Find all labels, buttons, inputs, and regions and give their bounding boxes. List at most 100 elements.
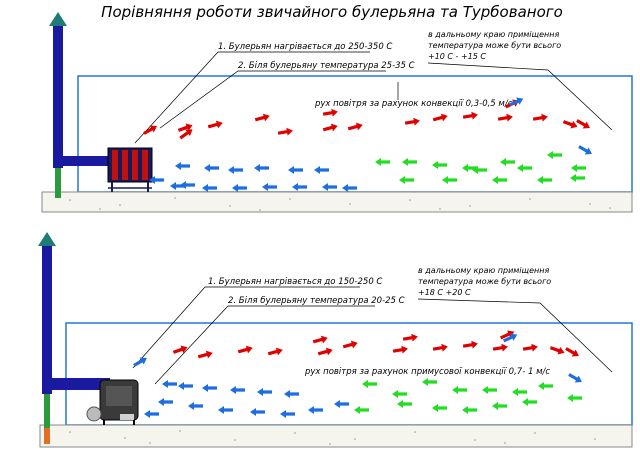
top-warm-arrow-1 — [175, 162, 190, 170]
top-cool-arrow-7 — [571, 164, 586, 172]
top-note-heating: 1. Булерьян нагрівається до 250-350 С — [218, 42, 392, 52]
bottom-cool-arrow-8 — [354, 406, 369, 414]
top-warm-arrow-14 — [322, 183, 337, 191]
top-hot-arrow-14 — [562, 120, 578, 129]
bottom-chimney-base-accent — [44, 428, 50, 444]
top-cool-arrow-10 — [492, 176, 507, 184]
bottom-cool-arrow-3 — [422, 378, 437, 386]
bottom-floor-texture — [69, 430, 596, 445]
top-cool-arrow-8 — [399, 176, 414, 184]
top-hot-arrow-6 — [322, 108, 338, 117]
top-warm-arrow-13 — [292, 183, 307, 191]
top-note-far-line3: +10 С - +15 С — [428, 52, 486, 61]
top-note-far-line2: температура може бути всього — [428, 41, 561, 50]
top-hot-arrow-10 — [432, 113, 448, 122]
bottom-hot-arrow-15 — [565, 347, 579, 357]
top-cool-arrow-4 — [462, 164, 477, 172]
bottom-hot-arrow-6 — [317, 347, 333, 356]
top-warm-arrow-11 — [232, 184, 247, 192]
bottom-hot-arrow-9 — [402, 333, 418, 342]
top-cool-arrow-2 — [402, 158, 417, 166]
top-cool-arrow-14 — [517, 164, 532, 172]
bottom-chimney-cap — [38, 232, 56, 246]
top-warm-arrow-2 — [204, 164, 219, 172]
bottom-hot-arrow-4 — [267, 347, 283, 356]
bottom-warm-arrow-3 — [202, 384, 217, 392]
bottom-hot-arrow-11 — [462, 340, 478, 349]
top-hot-arrow-5 — [277, 127, 293, 136]
bottom-floor — [39, 424, 633, 448]
top-stove — [107, 147, 153, 192]
bottom-warm-arrow-2 — [178, 382, 193, 390]
bottom-hot-arrow-5 — [312, 335, 328, 344]
bottom-warm-arrow-16 — [502, 333, 518, 343]
bottom-cool-arrow-1 — [362, 380, 377, 388]
bottom-hot-arrow-10 — [432, 343, 448, 352]
bottom-note-heating: 1. Булерьян нагрівається до 150-250 С — [208, 277, 382, 287]
top-floor-texture — [69, 197, 611, 211]
bottom-hot-arrows — [172, 330, 579, 359]
top-leader-lines — [134, 51, 613, 144]
top-warm-arrow-5 — [288, 166, 303, 174]
bottom-warm-arrow-12 — [308, 406, 323, 414]
bottom-warm-arrow-13 — [334, 400, 349, 408]
diagram-title: Порівняння роботи звичайного булерьяна т… — [101, 3, 563, 21]
top-hot-arrow-8 — [347, 122, 363, 131]
top-section: 1. Булерьян нагрівається до 250-350 С 2.… — [41, 12, 633, 213]
bottom-cool-arrow-12 — [492, 402, 507, 410]
top-cool-arrow-3 — [432, 161, 447, 169]
bottom-hot-arrow-8 — [392, 345, 408, 354]
bottom-hot-arrow-1 — [172, 345, 188, 354]
top-hot-arrow-4 — [254, 113, 270, 122]
top-warm-arrow-4 — [254, 164, 269, 172]
bottom-cool-arrow-14 — [567, 394, 582, 402]
bottom-cool-arrow-6 — [512, 388, 527, 396]
top-cool-arrow-1 — [375, 158, 390, 166]
top-warm-arrow-9 — [170, 182, 185, 190]
top-chimney-elbow — [53, 156, 111, 166]
bottom-warm-arrow-4 — [230, 386, 245, 394]
bottom-warm-arrow-6 — [284, 390, 299, 398]
bottom-cool-arrow-11 — [462, 406, 477, 414]
bottom-leader-lines — [132, 286, 613, 385]
top-hot-arrow-3 — [207, 120, 223, 129]
bottom-warm-arrow-5 — [257, 388, 272, 396]
bottom-chimney-pipe — [42, 246, 52, 394]
bottom-note-far-line3: +18 С +20 С — [418, 288, 471, 297]
top-chimney-cap — [49, 12, 67, 26]
top-hot-arrow-7 — [322, 123, 338, 132]
bottom-warm-arrows — [133, 333, 582, 418]
top-warm-arrow-16 — [578, 145, 592, 155]
bottom-warm-arrow-14 — [144, 410, 159, 418]
bottom-hot-arrow-13 — [522, 343, 538, 352]
top-hot-arrow-9 — [404, 117, 420, 126]
top-warm-arrow-17 — [508, 97, 524, 107]
bottom-hot-arrow-3 — [237, 345, 253, 354]
bottom-warm-arrow-15 — [568, 373, 582, 383]
bottom-cool-arrow-2 — [392, 390, 407, 398]
top-cool-arrows — [375, 151, 586, 184]
bottom-warm-arrow-7 — [158, 398, 173, 406]
bottom-section: 1. Булерьян нагрівається до 150-250 С 2.… — [38, 232, 633, 448]
bottom-cool-arrows — [354, 378, 582, 414]
top-hot-arrow-1 — [143, 125, 157, 135]
top-hot-arrow-17 — [179, 129, 193, 140]
top-warm-arrow-10 — [202, 184, 217, 192]
bottom-cool-arrow-10 — [432, 404, 447, 412]
top-warm-arrow-12 — [262, 183, 277, 191]
top-warm-arrow-15 — [342, 184, 357, 192]
bottom-warm-arrow-17 — [133, 357, 147, 367]
bottom-note-far-line1: в дальньому краю приміщення — [418, 266, 549, 275]
top-cool-arrow-13 — [472, 166, 487, 174]
top-cool-arrow-5 — [500, 158, 515, 166]
top-warm-arrows — [149, 97, 592, 192]
bottom-warm-arrow-8 — [188, 402, 203, 410]
bottom-cool-arrow-13 — [522, 398, 537, 406]
top-hot-arrow-11 — [462, 111, 478, 120]
bottom-note-near-temp: 2. Біля булерьяну температура 20-25 С — [228, 296, 405, 306]
bottom-hot-arrow-14 — [549, 346, 565, 355]
bottom-cool-arrow-9 — [397, 400, 412, 408]
bottom-cool-arrow-7 — [538, 382, 553, 390]
top-hot-arrows — [143, 99, 590, 140]
